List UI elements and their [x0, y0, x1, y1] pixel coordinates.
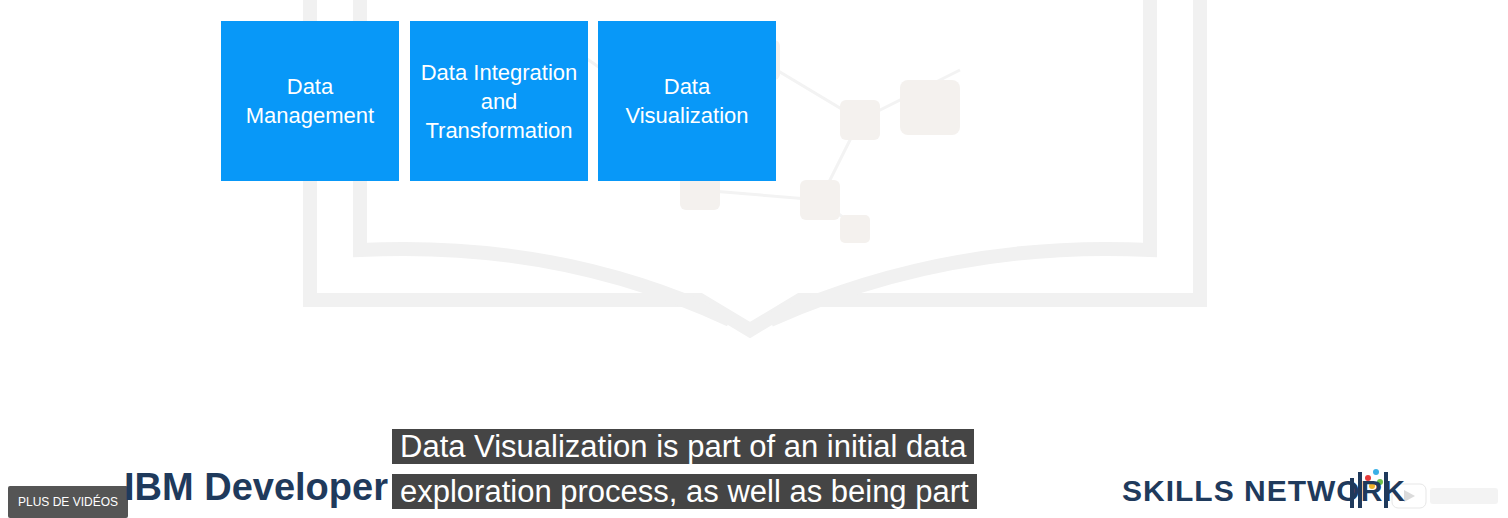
more-videos-button: PLUS DE VIDÉOS — [8, 486, 128, 518]
youtube-logo — [1392, 484, 1498, 508]
process-box: Data Visualization — [598, 21, 776, 181]
logo-text: SKILLS NETWORK — [1122, 474, 1406, 508]
logo-text: IBM Developer — [124, 466, 388, 509]
process-box: Data Integration and Transformation — [410, 21, 588, 181]
caption-text: Data Visualization is part of an initial… — [392, 429, 977, 509]
box-label: Data Management — [229, 72, 391, 130]
box-label: Data Visualization — [606, 72, 768, 130]
box-label: Data Integration and Transformation — [418, 58, 580, 145]
process-box: Data Management — [221, 21, 399, 181]
subtitle-caption: Data Visualization is part of an initial… — [392, 424, 1112, 514]
